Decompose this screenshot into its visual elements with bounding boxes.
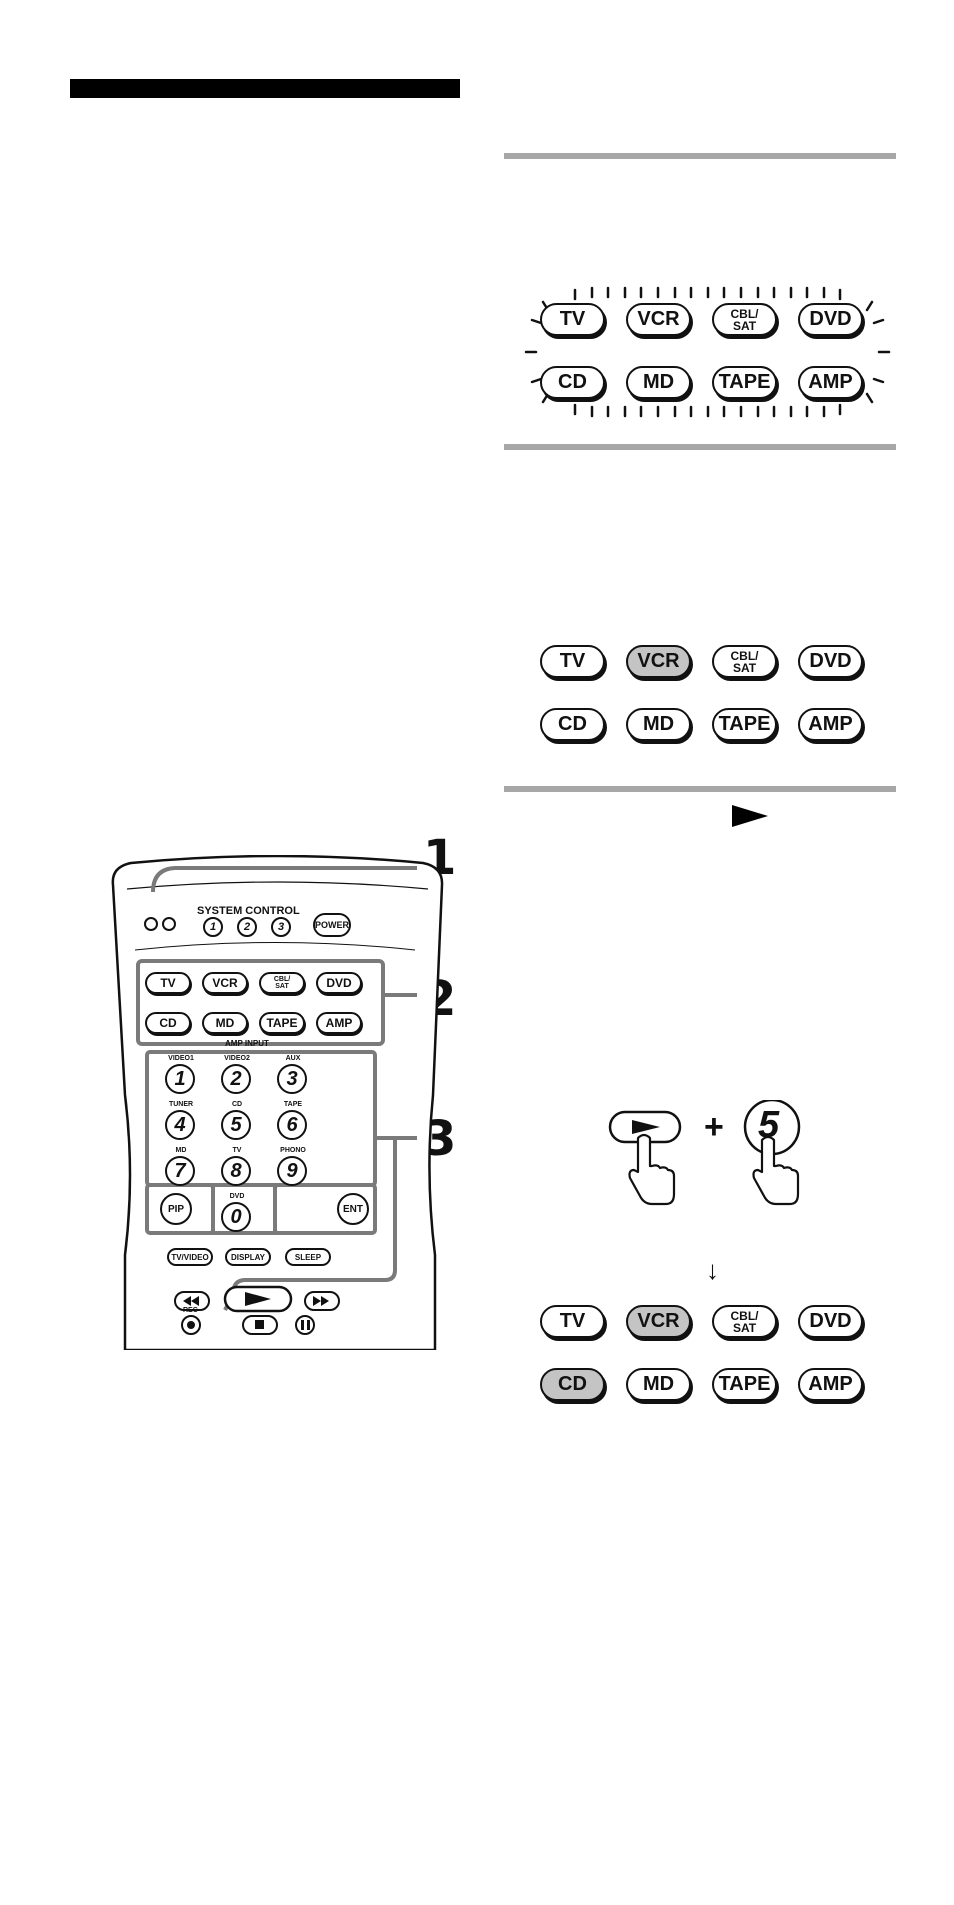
remote-md-button[interactable]: MD [202, 1012, 248, 1034]
keypad-tv-label: TV [232, 1147, 242, 1154]
power-button[interactable]: POWER [313, 913, 351, 937]
keypad-7-button[interactable]: 7 [165, 1156, 195, 1186]
cbl-sat-button[interactable]: CBL/ SAT [712, 1305, 777, 1338]
flash-button-grid: TV VCR CBL/ SAT DVD CD MD TAPE AMP [540, 303, 890, 403]
down-arrow-icon: ↓ [706, 1255, 719, 1285]
keypad-video1-label: VIDEO1 [168, 1055, 194, 1062]
remote-control: SYSTEM CONTROL POWER AMP INPUT PIP ENT T… [105, 855, 455, 1350]
tv-button[interactable]: TV [540, 303, 605, 336]
sleep-button[interactable]: SLEEP [285, 1248, 331, 1266]
system-control-3-button[interactable]: 3 [271, 917, 291, 937]
keypad-phono-label: PHONO [280, 1147, 306, 1154]
tv-video-button[interactable]: TV/VIDEO [167, 1248, 213, 1266]
tv-button[interactable]: TV [540, 1305, 605, 1338]
system-control-1-button[interactable]: 1 [203, 917, 223, 937]
plus-sign: + [704, 1108, 724, 1146]
combo-illustration [608, 1098, 801, 1206]
number-5-key: 5 [758, 1104, 780, 1146]
remote-tv-button[interactable]: TV [145, 972, 191, 994]
remote-cd-button[interactable]: CD [145, 1012, 191, 1034]
keypad-dvd-label: DVD [229, 1193, 245, 1200]
select-button-grid: TV VCR CBL/ SAT DVD CD MD TAPE AMP [540, 645, 890, 745]
keypad-md-label: MD [175, 1147, 187, 1154]
cd-button[interactable]: CD [540, 1368, 605, 1401]
cbl-sat-button[interactable]: CBL/ SAT [712, 303, 777, 336]
keypad-6-button[interactable]: 6 [277, 1110, 307, 1140]
cd-button[interactable]: CD [540, 366, 605, 399]
keypad-3-button[interactable]: 3 [277, 1064, 307, 1094]
cd-button[interactable]: CD [540, 708, 605, 741]
keypad-8-button[interactable]: 8 [221, 1156, 251, 1186]
system-control-label: SYSTEM CONTROL [197, 905, 300, 917]
tape-button[interactable]: TAPE [712, 708, 777, 741]
keypad-5-button[interactable]: 5 [221, 1110, 251, 1140]
amp-button[interactable]: AMP [798, 708, 863, 741]
play-icon [732, 805, 768, 827]
remote-cbl-sat-button[interactable]: CBL/ SAT [259, 972, 305, 994]
vcr-button[interactable]: VCR [626, 645, 691, 678]
display-button[interactable]: DISPLAY [225, 1248, 271, 1266]
remote-tape-button[interactable]: TAPE [259, 1012, 305, 1034]
tape-button[interactable]: TAPE [712, 1368, 777, 1401]
section-heading-bar [70, 79, 460, 98]
md-button[interactable]: MD [626, 366, 691, 399]
play-plus-5-combo: + 5 [600, 1098, 830, 1220]
result-button-grid: TV VCR CBL/ SAT DVD CD MD TAPE AMP [540, 1305, 890, 1405]
step-divider-1 [504, 153, 896, 159]
md-button[interactable]: MD [626, 1368, 691, 1401]
keypad-0-button[interactable]: 0 [221, 1202, 251, 1232]
tv-button[interactable]: TV [540, 645, 605, 678]
md-button[interactable]: MD [626, 708, 691, 741]
remote-amp-button[interactable]: AMP [316, 1012, 362, 1034]
dvd-button[interactable]: DVD [798, 303, 863, 336]
keypad-2-button[interactable]: 2 [221, 1064, 251, 1094]
keypad-cd-label: CD [231, 1101, 243, 1108]
step-divider-3 [504, 786, 896, 792]
cbl-sat-button[interactable]: CBL/ SAT [712, 645, 777, 678]
keypad-9-button[interactable]: 9 [277, 1156, 307, 1186]
pip-button[interactable]: PIP [160, 1193, 192, 1225]
dvd-button[interactable]: DVD [798, 645, 863, 678]
vcr-button[interactable]: VCR [626, 1305, 691, 1338]
step-divider-2 [504, 444, 896, 450]
keypad-1-button[interactable]: 1 [165, 1064, 195, 1094]
keypad-aux-label: AUX [285, 1055, 301, 1062]
system-control-2-button[interactable]: 2 [237, 917, 257, 937]
vcr-button[interactable]: VCR [626, 303, 691, 336]
keypad-4-button[interactable]: 4 [165, 1110, 195, 1140]
tape-button[interactable]: TAPE [712, 366, 777, 399]
remote-dvd-button[interactable]: DVD [316, 972, 362, 994]
remote-vcr-button[interactable]: VCR [202, 972, 248, 994]
rec-label: REC [183, 1307, 198, 1314]
keypad-video2-label: VIDEO2 [224, 1055, 250, 1062]
amp-input-label: AMP INPUT [225, 1039, 269, 1048]
amp-button[interactable]: AMP [798, 366, 863, 399]
keypad-tuner-label: TUNER [168, 1101, 194, 1108]
dvd-button[interactable]: DVD [798, 1305, 863, 1338]
keypad-tape-label: TAPE [283, 1101, 303, 1108]
amp-button[interactable]: AMP [798, 1368, 863, 1401]
ent-button[interactable]: ENT [337, 1193, 369, 1225]
